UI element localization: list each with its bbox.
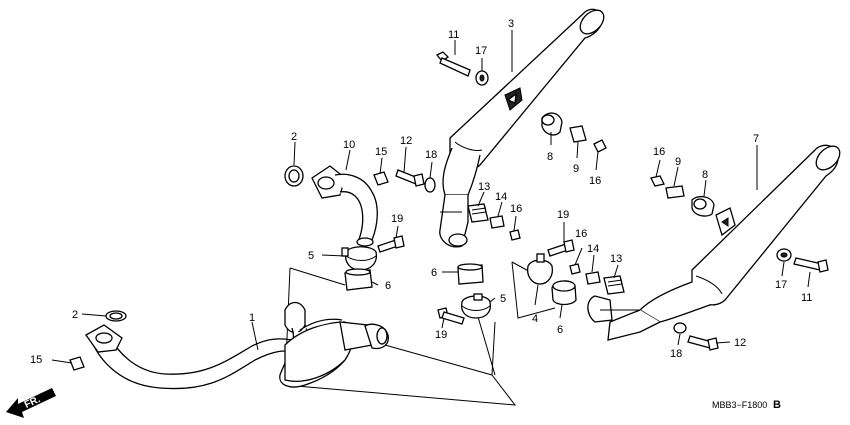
callout-19-a: 19	[391, 213, 403, 225]
nut-15-upper	[373, 171, 389, 186]
nut-16-a	[593, 139, 607, 153]
callout-6-right: 6	[557, 324, 563, 336]
callout-11-right: 11	[801, 292, 812, 304]
rubber-8-right	[691, 195, 715, 217]
nut-16-c	[509, 229, 521, 241]
callout-18-upper: 18	[425, 149, 437, 161]
callout-8-right: 8	[702, 169, 708, 181]
bolt-19-c	[547, 239, 575, 257]
washer-17-left	[475, 70, 489, 86]
callout-13-right: 13	[610, 253, 622, 265]
callout-15-upper: 15	[375, 146, 387, 158]
callout-6-left: 6	[385, 280, 391, 292]
diagram-code-text: MBB3−F1800	[712, 400, 767, 410]
callout-6-center: 6	[431, 267, 437, 279]
callout-19-b: 19	[435, 329, 447, 341]
rubber-13-right	[603, 275, 625, 295]
front-direction-arrow: FR.	[6, 388, 56, 418]
callout-13-left: 13	[478, 181, 490, 193]
nut-15-lower	[69, 356, 85, 371]
nut-16-b	[650, 175, 665, 187]
diagram-code: MBB3−F1800 B	[712, 399, 781, 411]
callout-14-right: 14	[587, 243, 599, 255]
collar-14-right	[585, 271, 601, 285]
clamp-lower	[460, 293, 492, 319]
gasket-lower	[105, 310, 127, 322]
bolt-11-left	[435, 51, 471, 77]
collar-9-left	[569, 125, 587, 143]
clamp-upper	[341, 246, 378, 271]
callout-1: 1	[249, 312, 255, 324]
gasket-upper	[284, 165, 304, 187]
exhaust-pipe-upper	[311, 165, 378, 247]
bolt-11-right	[793, 257, 829, 273]
callout-16-d: 16	[575, 228, 587, 240]
nut-16-d	[569, 263, 581, 275]
washer-18-upper	[424, 177, 436, 193]
joint-sleeve-left	[344, 268, 373, 291]
collar-14-left	[489, 215, 505, 229]
callout-7: 7	[753, 133, 759, 145]
muffler-left	[439, 8, 605, 248]
callout-16-a: 16	[589, 175, 601, 187]
exhaust-header-pipe	[85, 301, 389, 390]
leader-lines	[51, 30, 811, 364]
joint-sleeve-right	[551, 280, 577, 306]
washer-17-right	[776, 248, 792, 262]
callout-16-c: 16	[510, 203, 522, 215]
diagram-code-suffix: B	[773, 399, 781, 411]
clamp-right	[526, 253, 554, 285]
callout-12-lower: 12	[734, 337, 746, 349]
washer-18-lower	[673, 322, 687, 334]
callout-9-right: 9	[675, 156, 681, 168]
callout-17-right: 17	[775, 279, 787, 291]
callout-9-left: 9	[573, 163, 579, 175]
bolt-12-lower	[687, 335, 719, 351]
rubber-8-left	[541, 112, 563, 136]
callout-5-lower: 5	[500, 293, 506, 305]
callout-8-left: 8	[547, 151, 553, 163]
callout-2-lower: 2	[72, 309, 78, 321]
callout-4: 4	[532, 313, 538, 325]
callout-15-lower: 15	[30, 354, 42, 366]
callout-18-lower: 18	[670, 348, 682, 360]
muffler-right	[587, 144, 841, 341]
rubber-13-left	[467, 203, 489, 223]
callout-12-upper: 12	[400, 135, 412, 147]
callout-2-upper: 2	[291, 131, 297, 143]
bolt-19-a	[377, 235, 405, 253]
callout-numbers: 1 2 2 3 4 5 5 6 6 6 7 8 8 9 9 10 11 11 1…	[30, 18, 812, 366]
joint-sleeve-center	[457, 263, 484, 285]
callout-10: 10	[343, 139, 355, 151]
callout-16-b: 16	[653, 146, 665, 158]
bolt-19-b	[437, 307, 465, 325]
callout-17-left: 17	[475, 45, 487, 57]
callout-14-left: 14	[495, 191, 507, 203]
bolt-12-upper	[395, 169, 425, 187]
collar-9-right	[665, 185, 685, 199]
callout-19-c: 19	[557, 209, 569, 221]
callout-5-upper: 5	[308, 250, 314, 262]
callout-3: 3	[508, 18, 514, 30]
callout-11-left: 11	[448, 29, 459, 41]
